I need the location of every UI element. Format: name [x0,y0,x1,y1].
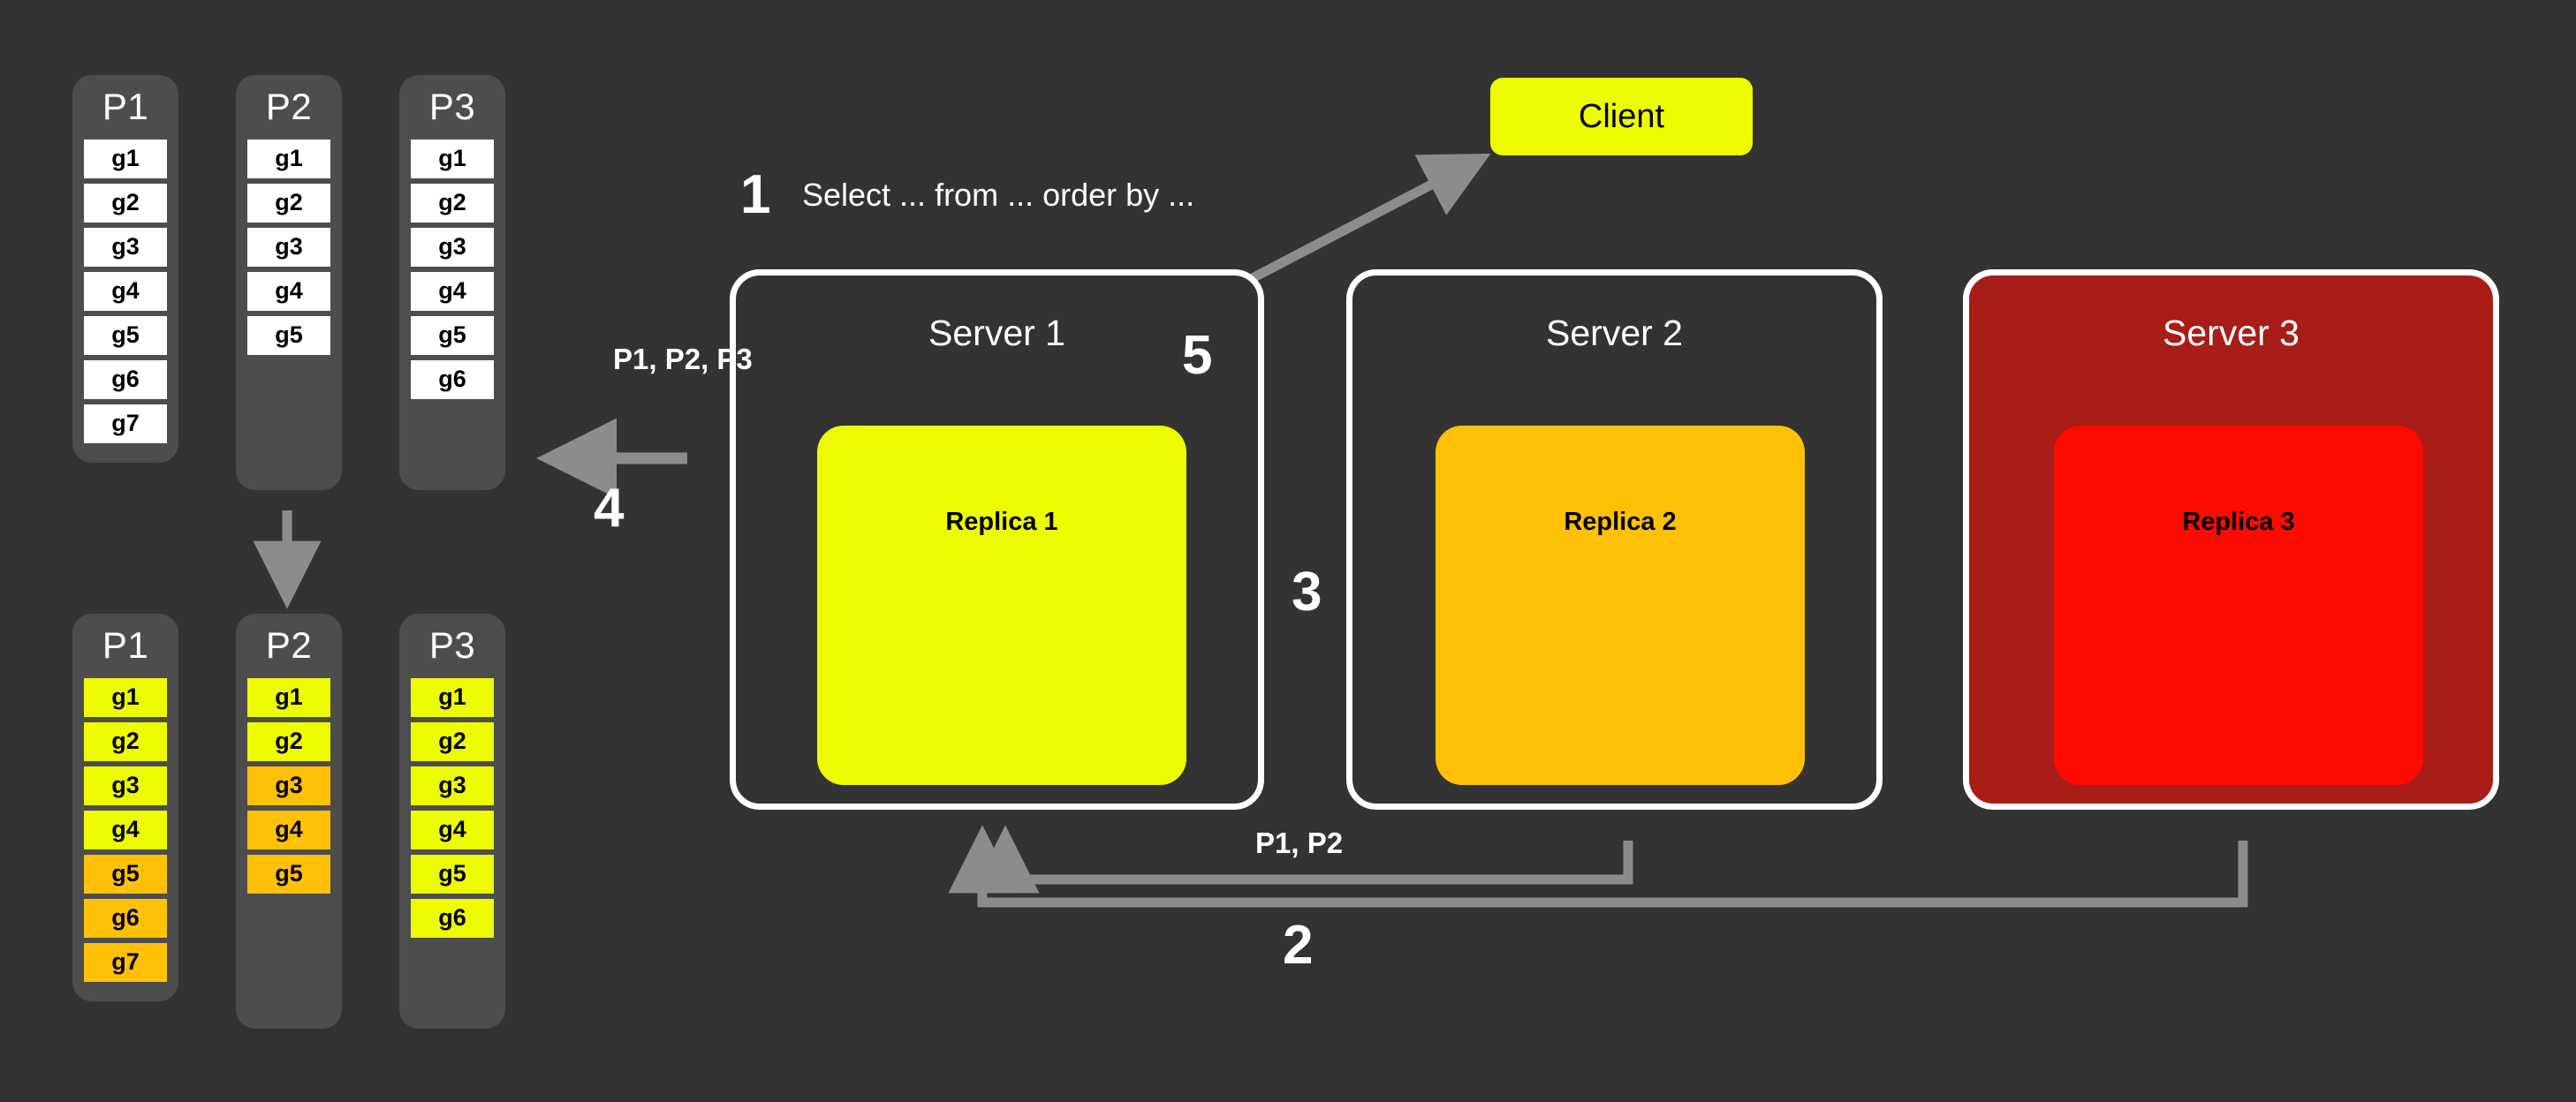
client-label: Client [1578,97,1665,135]
partition-cell: g2 [411,183,494,223]
server-2-title: Server 2 [1546,313,1683,353]
replica-2-node[interactable]: Replica 2 [1436,426,1805,785]
arrow-server3-to-server1 [948,825,2248,908]
step-number-1: 1 [740,164,771,225]
partition-cell: g3 [411,227,494,267]
partition-cell: g2 [84,183,167,223]
query-caption: Select ... from ... order by ... [802,177,1195,213]
partition-cell: g1 [84,139,167,178]
partition-cell: g4 [411,271,494,311]
server-3-title: Server 3 [2163,313,2299,353]
partition-cell: g2 [247,721,330,761]
partition-column-before-p1: P1 g1 g2 g3 g4 g5 g6 g7 [72,75,178,463]
server-3-box[interactable]: Server 3 Replica 3 [1963,269,2499,810]
label-partitions-all: P1, P2, P3 [613,343,753,375]
server-1-title: Server 1 [928,313,1065,353]
partition-cell: g5 [247,315,330,355]
partition-cell: g1 [247,139,330,178]
partition-title: P2 [265,86,313,127]
partition-cell: g4 [247,271,330,311]
partition-column-after-p2: P2 g1 g2 g3 g4 g5 [236,614,342,1029]
partition-title: P1 [102,86,149,127]
partition-column-after-p3: P3 g1 g2 g3 g4 g5 g6 [399,614,505,1029]
partition-cell: g2 [84,721,167,761]
replica-3-node[interactable]: Replica 3 [2054,426,2423,785]
partition-column-before-p3: P3 g1 g2 g3 g4 g5 g6 [399,75,505,490]
partition-cell: g4 [84,810,167,849]
partition-cell: g7 [84,404,167,443]
partition-cell: g1 [411,139,494,178]
partition-cell: g1 [84,677,167,717]
partition-cell: g4 [247,810,330,849]
partition-title: P2 [265,624,313,666]
partition-cell: g5 [84,854,167,894]
partition-cell: g3 [247,766,330,805]
partition-cell: g4 [84,271,167,311]
partition-cell: g2 [411,721,494,761]
replica-1-label: Replica 1 [945,508,1058,536]
partition-cell: g3 [84,227,167,267]
replica-1-node[interactable]: Replica 1 [817,426,1186,785]
partition-title: P1 [102,624,149,666]
partition-cell: g5 [247,854,330,894]
partition-cell: g6 [411,898,494,938]
partition-cell: g6 [84,359,167,399]
partition-cell: g4 [411,810,494,849]
partition-cell: g5 [411,854,494,894]
partition-cell: g6 [84,898,167,938]
partition-column-before-p2: P2 g1 g2 g3 g4 g5 [236,75,342,490]
partition-title: P3 [428,624,476,666]
replica-3-label: Replica 3 [2182,508,2295,536]
step-number-2: 2 [1283,915,1314,976]
partition-cell: g3 [84,766,167,805]
partition-cell: g2 [247,183,330,223]
partition-cell: g1 [411,677,494,717]
server-1-box[interactable]: Server 1 Replica 1 [730,269,1264,810]
server-2-box[interactable]: Server 2 Replica 2 [1346,269,1883,810]
partition-cell: g3 [411,766,494,805]
step-number-5: 5 [1182,325,1213,386]
partition-cell: g1 [247,677,330,717]
partition-cell: g7 [84,942,167,982]
step-number-3: 3 [1292,562,1322,623]
partition-cell: g5 [411,315,494,355]
partition-cell: g6 [411,359,494,399]
replica-2-label: Replica 2 [1564,508,1677,536]
client-node[interactable]: Client [1490,78,1753,155]
partition-title: P3 [428,86,476,127]
partition-cell: g5 [84,315,167,355]
partition-column-after-p1: P1 g1 g2 g3 g4 g5 g6 g7 [72,614,178,1001]
step-number-4: 4 [594,478,625,539]
label-partitions-p1p2: P1, P2 [1255,826,1344,859]
partition-cell: g3 [247,227,330,267]
